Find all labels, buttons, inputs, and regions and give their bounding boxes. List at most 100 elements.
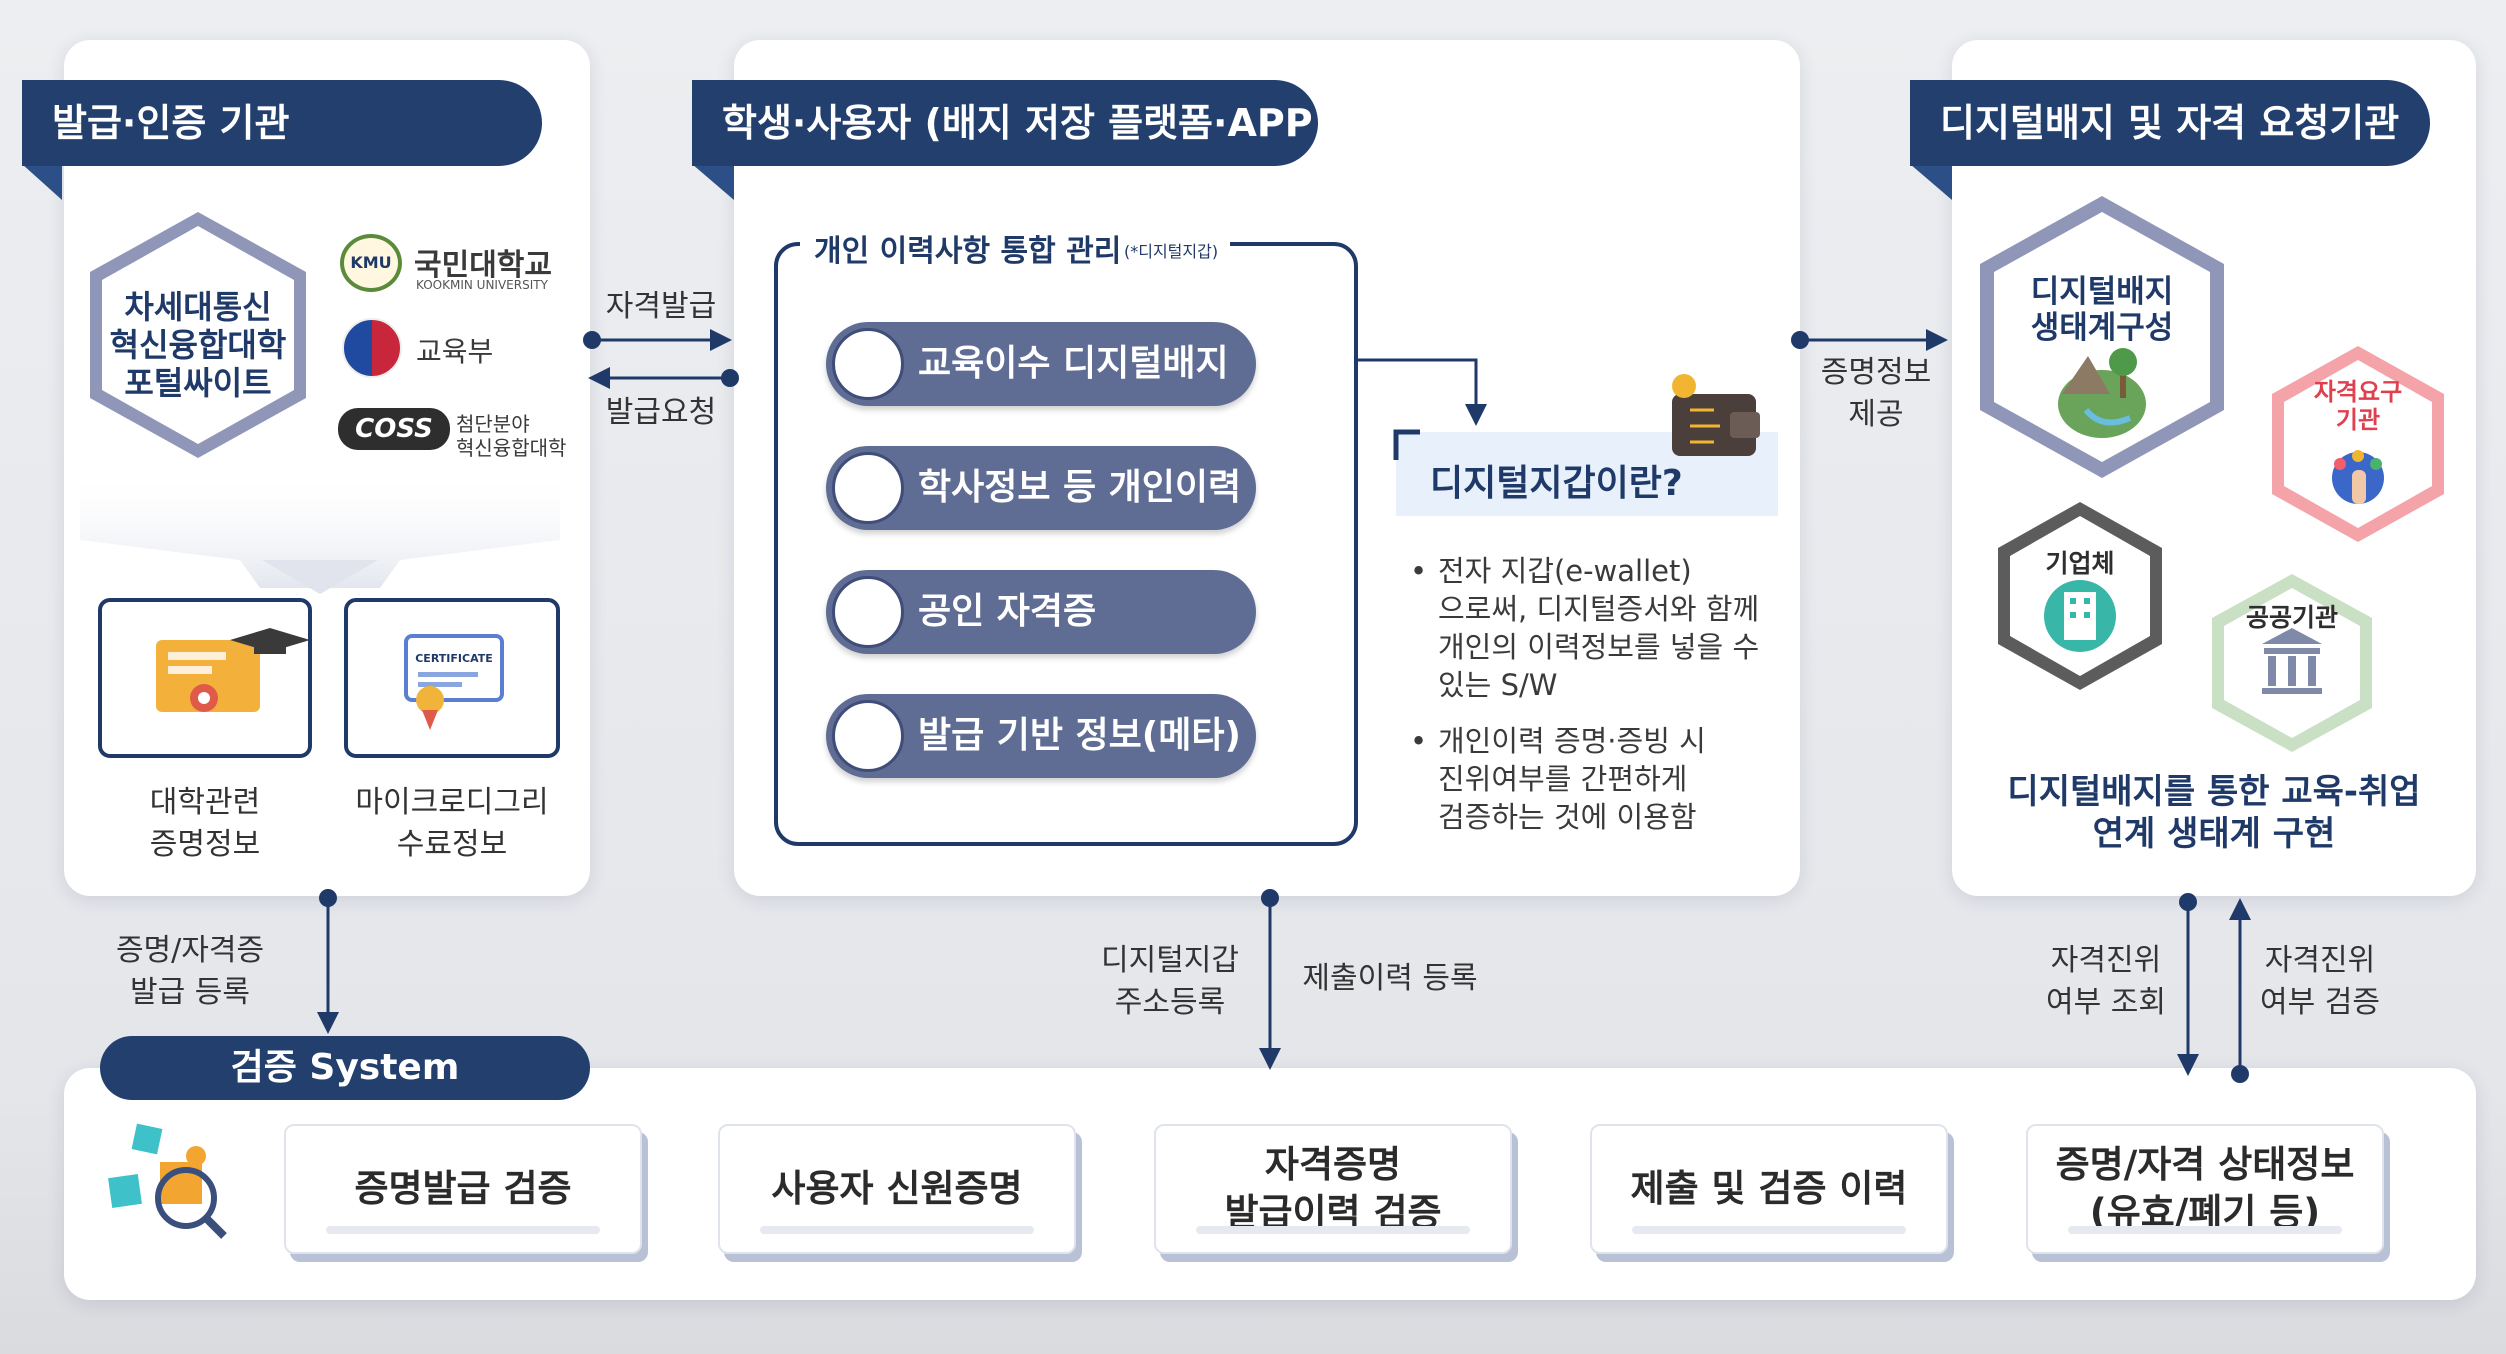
req-hex-line-2: 기관: [2335, 406, 2381, 434]
label-wallet-reg: 디지털지갑 주소등록: [1090, 940, 1250, 1024]
coss-logo-icon: COSS: [338, 408, 450, 450]
person-mind-icon: [832, 452, 904, 524]
coss-name-2: 혁신융합대학: [456, 436, 567, 460]
bullet-line: 검증하는 것에 이용함: [1438, 800, 1697, 834]
public-label: 공공기관: [2245, 603, 2338, 632]
bullet-line: 전자 지갑(e-wallet): [1438, 554, 1692, 588]
student-title: 학생·사용자 (배지 저장 플랫폼·APP): [692, 80, 1330, 166]
requester-title: 디지털배지 및 자격 요청기관: [1910, 80, 2430, 166]
eco-hex-line-2: 생태계구성: [2030, 310, 2174, 346]
ecosystem-hexagon: [1980, 196, 2224, 478]
label-line: 주소등록: [1114, 985, 1226, 1020]
bullet-line: 진위여부를 간편하게: [1438, 762, 1688, 796]
verify-issue-box: 증명발급 검증: [284, 1124, 642, 1254]
box-text: 사용자 신원증명: [771, 1167, 1023, 1210]
item-edu-badge: 교육이수 디지털배지: [826, 322, 1256, 406]
cert-badge-text: CERTIFICATE: [415, 652, 493, 665]
box-underline: [1632, 1226, 1906, 1234]
caption-line: 증명정보: [149, 827, 261, 862]
caption-line: 마이크로디그리: [355, 785, 549, 820]
label-provide: 증명정보 제공: [1806, 352, 1946, 436]
item-label: 공인 자격증: [918, 591, 1097, 632]
issuer-title: 발급·인증 기관: [22, 80, 542, 166]
box-text: 제출 및 검증 이력: [1630, 1167, 1908, 1210]
bullet-line: 있는 S/W: [1438, 668, 1558, 702]
summary-line-1: 디지털배지를 통한 교육-취업: [2007, 772, 2421, 812]
certificate-icon: [404, 634, 504, 730]
portal-hexagon: [90, 212, 306, 458]
company-label: 기업체: [2045, 549, 2115, 578]
funnel-shape: [80, 470, 560, 588]
coss-name-1: 첨단분야: [456, 412, 530, 436]
label-line: 자격진위: [2264, 943, 2376, 978]
label-issue: 자격발급: [605, 289, 717, 324]
card-caption-univ: 대학관련 증명정보: [100, 782, 310, 866]
arrow-wallet: [1356, 358, 1487, 426]
label-line: 디지털지갑: [1101, 943, 1239, 978]
wallet-title: 디지털지갑이란?: [1430, 463, 1683, 504]
wallet-icon: [1672, 374, 1760, 456]
kmu-name: 국민대학교: [414, 248, 552, 283]
verify-history-box: 자격증명 발급이력 검증: [1154, 1124, 1512, 1254]
wallet-bullet-1: • 전자 지갑(e-wallet) 으로써, 디지털증서와 함께 개인의 이력정…: [1410, 552, 1780, 704]
integrated-box-note: (*디지털지갑): [1124, 242, 1219, 261]
portal-line-3: 포털싸이트: [124, 364, 272, 402]
label-line: 여부 조회: [2046, 985, 2166, 1020]
label-line: 자격진위: [2050, 943, 2162, 978]
box-text: 증명발급 검증: [354, 1167, 572, 1210]
integrated-box-title: 개인 이력사항 통합 관리: [814, 234, 1122, 269]
req-hex-line-1: 자격요구: [2313, 378, 2403, 406]
caption-line: 대학관련: [149, 785, 261, 820]
moe-logo-icon: [342, 318, 402, 378]
verify-identity-box: 사용자 신원증명: [718, 1124, 1076, 1254]
label-verify: 자격진위 여부 검증: [2250, 940, 2390, 1024]
title-fold: [22, 164, 62, 200]
box-underline: [760, 1226, 1034, 1234]
kmu-en: KOOKMIN UNIVERSITY: [416, 278, 548, 292]
public-hexagon: [2212, 574, 2372, 752]
label-line: 여부 검증: [2260, 985, 2380, 1020]
funnel-arrow: [262, 560, 378, 594]
label-register: 증명/자격증 발급 등록: [100, 930, 280, 1014]
kmu-logo-icon: KMU: [340, 234, 402, 292]
caption-line: 수료정보: [396, 827, 508, 862]
label-line: 발급 등록: [130, 975, 250, 1010]
verify-submission-box: 제출 및 검증 이력: [1590, 1124, 1948, 1254]
verification-title: 검증 System: [100, 1036, 590, 1100]
request-hexagon: [2272, 346, 2444, 542]
label-line: 증명/자격증: [115, 933, 265, 968]
title-fold: [692, 164, 734, 200]
item-label: 학사정보 등 개인이력: [918, 467, 1242, 508]
wallet-bullet-2: • 개인이력 증명·증빙 시 진위여부를 간편하게 검증하는 것에 이용함: [1410, 722, 1780, 836]
box-text: 자격증명: [1264, 1143, 1402, 1186]
item-license: 공인 자격증: [826, 570, 1256, 654]
item-label: 발급 기반 정보(메타): [918, 715, 1241, 756]
box-underline: [326, 1226, 600, 1234]
eco-hex-line-1: 디지털배지: [2030, 274, 2174, 310]
cubes-icon: [832, 576, 904, 648]
bullet-line: 으로써, 디지털증서와 함께: [1438, 592, 1760, 626]
moe-name: 교육부: [416, 335, 494, 368]
kmu-mark: KMU: [350, 253, 392, 272]
bullet-line: 개인이력 증명·증빙 시: [1438, 724, 1706, 758]
portal-line-1: 차세대통신: [124, 288, 272, 326]
box-underline: [1196, 1226, 1470, 1234]
card-caption-micro: 마이크로디그리 수료정보: [336, 782, 568, 866]
bullet-dot: •: [1410, 554, 1428, 588]
item-meta: 발급 기반 정보(메타): [826, 694, 1256, 778]
label-line: 증명정보: [1820, 355, 1932, 390]
verification-icon: [108, 1123, 227, 1239]
verify-status-box: 증명/자격 상태정보 (유효/폐기 등): [2026, 1124, 2384, 1254]
item-label: 교육이수 디지털배지: [918, 343, 1229, 384]
title-fold: [1910, 164, 1952, 200]
label-line: 제공: [1848, 397, 1904, 432]
box-underline: [2068, 1226, 2342, 1234]
cube-search-icon: [832, 328, 904, 400]
label-lookup: 자격진위 여부 조회: [2036, 940, 2176, 1024]
coss-mark: COSS: [355, 414, 433, 444]
summary-line-2: 연계 생태계 구현: [2092, 814, 2336, 854]
item-academic: 학사정보 등 개인이력: [826, 446, 1256, 530]
bullet-dot: •: [1410, 724, 1428, 758]
label-submit-reg: 제출이력 등록: [1302, 961, 1478, 996]
